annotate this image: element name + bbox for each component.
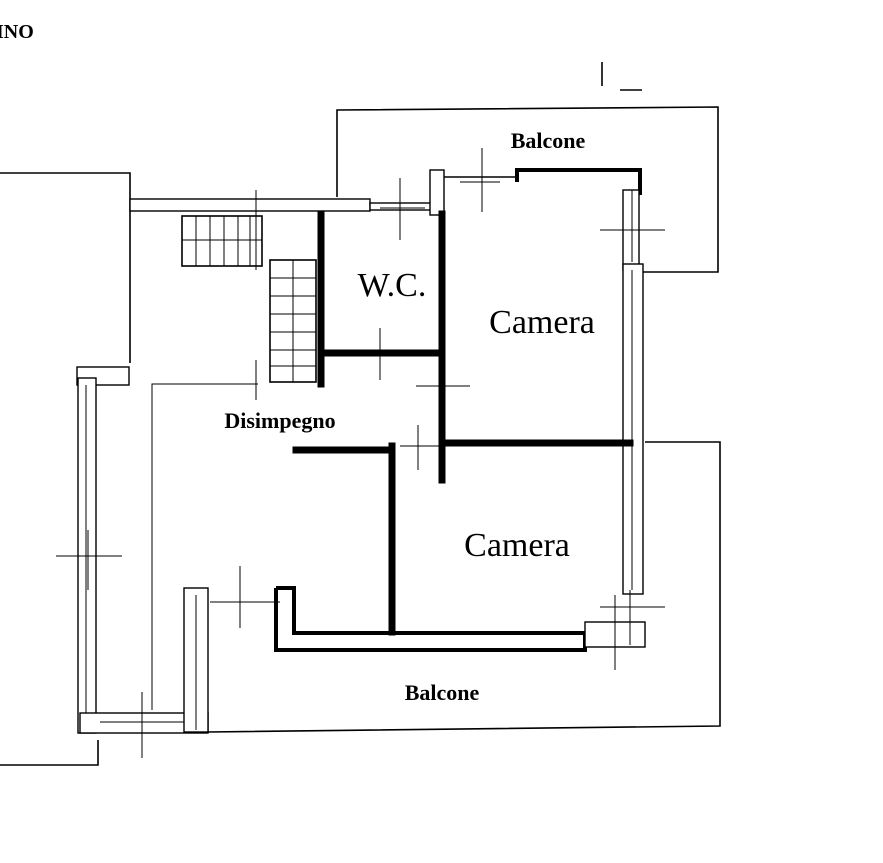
balcone-bottom-label: Balcone — [405, 680, 480, 705]
corner-label: INO — [0, 21, 34, 43]
opening-marks — [56, 148, 665, 758]
hall-border — [151, 383, 258, 710]
bottom-walls — [183, 586, 646, 733]
balcone-top-label: Balcone — [511, 128, 586, 153]
wc-walls — [317, 210, 446, 484]
bottom-balcony-outline — [207, 441, 721, 733]
disimpegno-label: Disimpegno — [224, 408, 335, 433]
wc-label: W.C. — [358, 267, 427, 304]
camera-top-label: Camera — [489, 304, 595, 341]
neighbour-outline — [0, 172, 131, 766]
top-mark — [601, 62, 642, 91]
camera-bottom-label: Camera — [464, 527, 570, 564]
top-balcony-outline — [336, 106, 719, 273]
top-wall — [129, 169, 445, 216]
staircase — [181, 190, 317, 400]
